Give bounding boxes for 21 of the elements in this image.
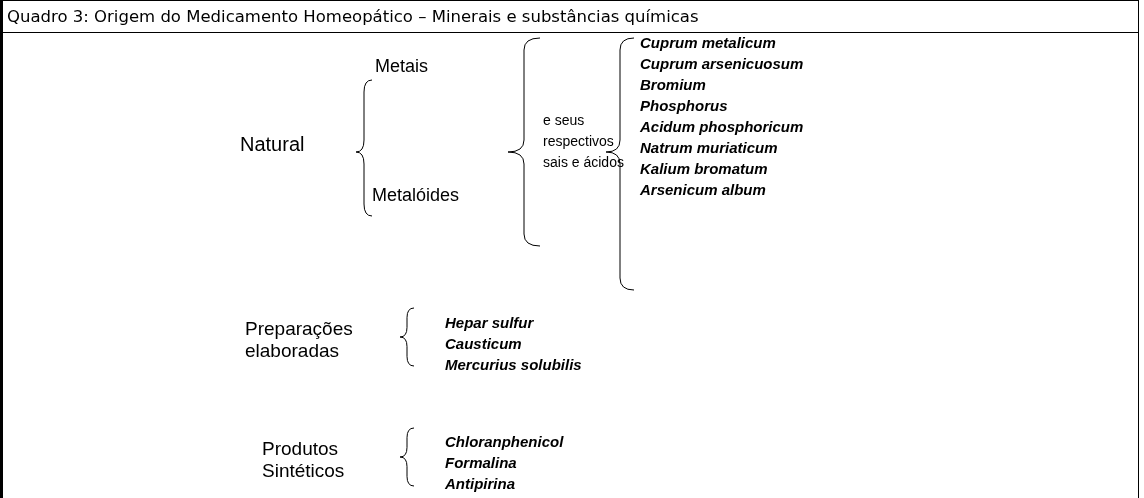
substance-name: Chloranphenicol <box>445 432 564 452</box>
substance-name: Mercurius solubilis <box>445 355 582 375</box>
substance-name: Arsenicum album <box>640 180 766 200</box>
substance-name: Bromium <box>640 75 706 95</box>
table-title: Quadro 3: Origem do Medicamento Homeopático – Minerais e substâncias químicas <box>0 0 1139 33</box>
substance-name: Phosphorus <box>640 96 728 116</box>
category-label: Preparações elaboradas <box>245 318 354 362</box>
substance-name: Cuprum arsenicuosum <box>640 54 804 74</box>
substance-name: Formalina <box>445 453 517 473</box>
category-label: Natural <box>240 132 305 156</box>
substance-name: Acidum phosphoricum <box>640 117 804 137</box>
substance-name: Kalium bromatum <box>640 159 768 179</box>
substance-name: Natrum muriaticum <box>640 138 778 158</box>
note-text: e seus respectivos sais e ácidos <box>543 111 625 172</box>
substance-name: Cuprum metalicum <box>640 33 776 53</box>
group-label: Metalóides <box>372 184 460 206</box>
substance-name: Causticum <box>445 334 522 354</box>
substance-name: Hepar sulfur <box>445 313 534 333</box>
category-label: Produtos Sintéticos <box>262 438 346 482</box>
group-label: Metais <box>375 55 428 77</box>
substance-name: Antipirina <box>445 474 515 494</box>
